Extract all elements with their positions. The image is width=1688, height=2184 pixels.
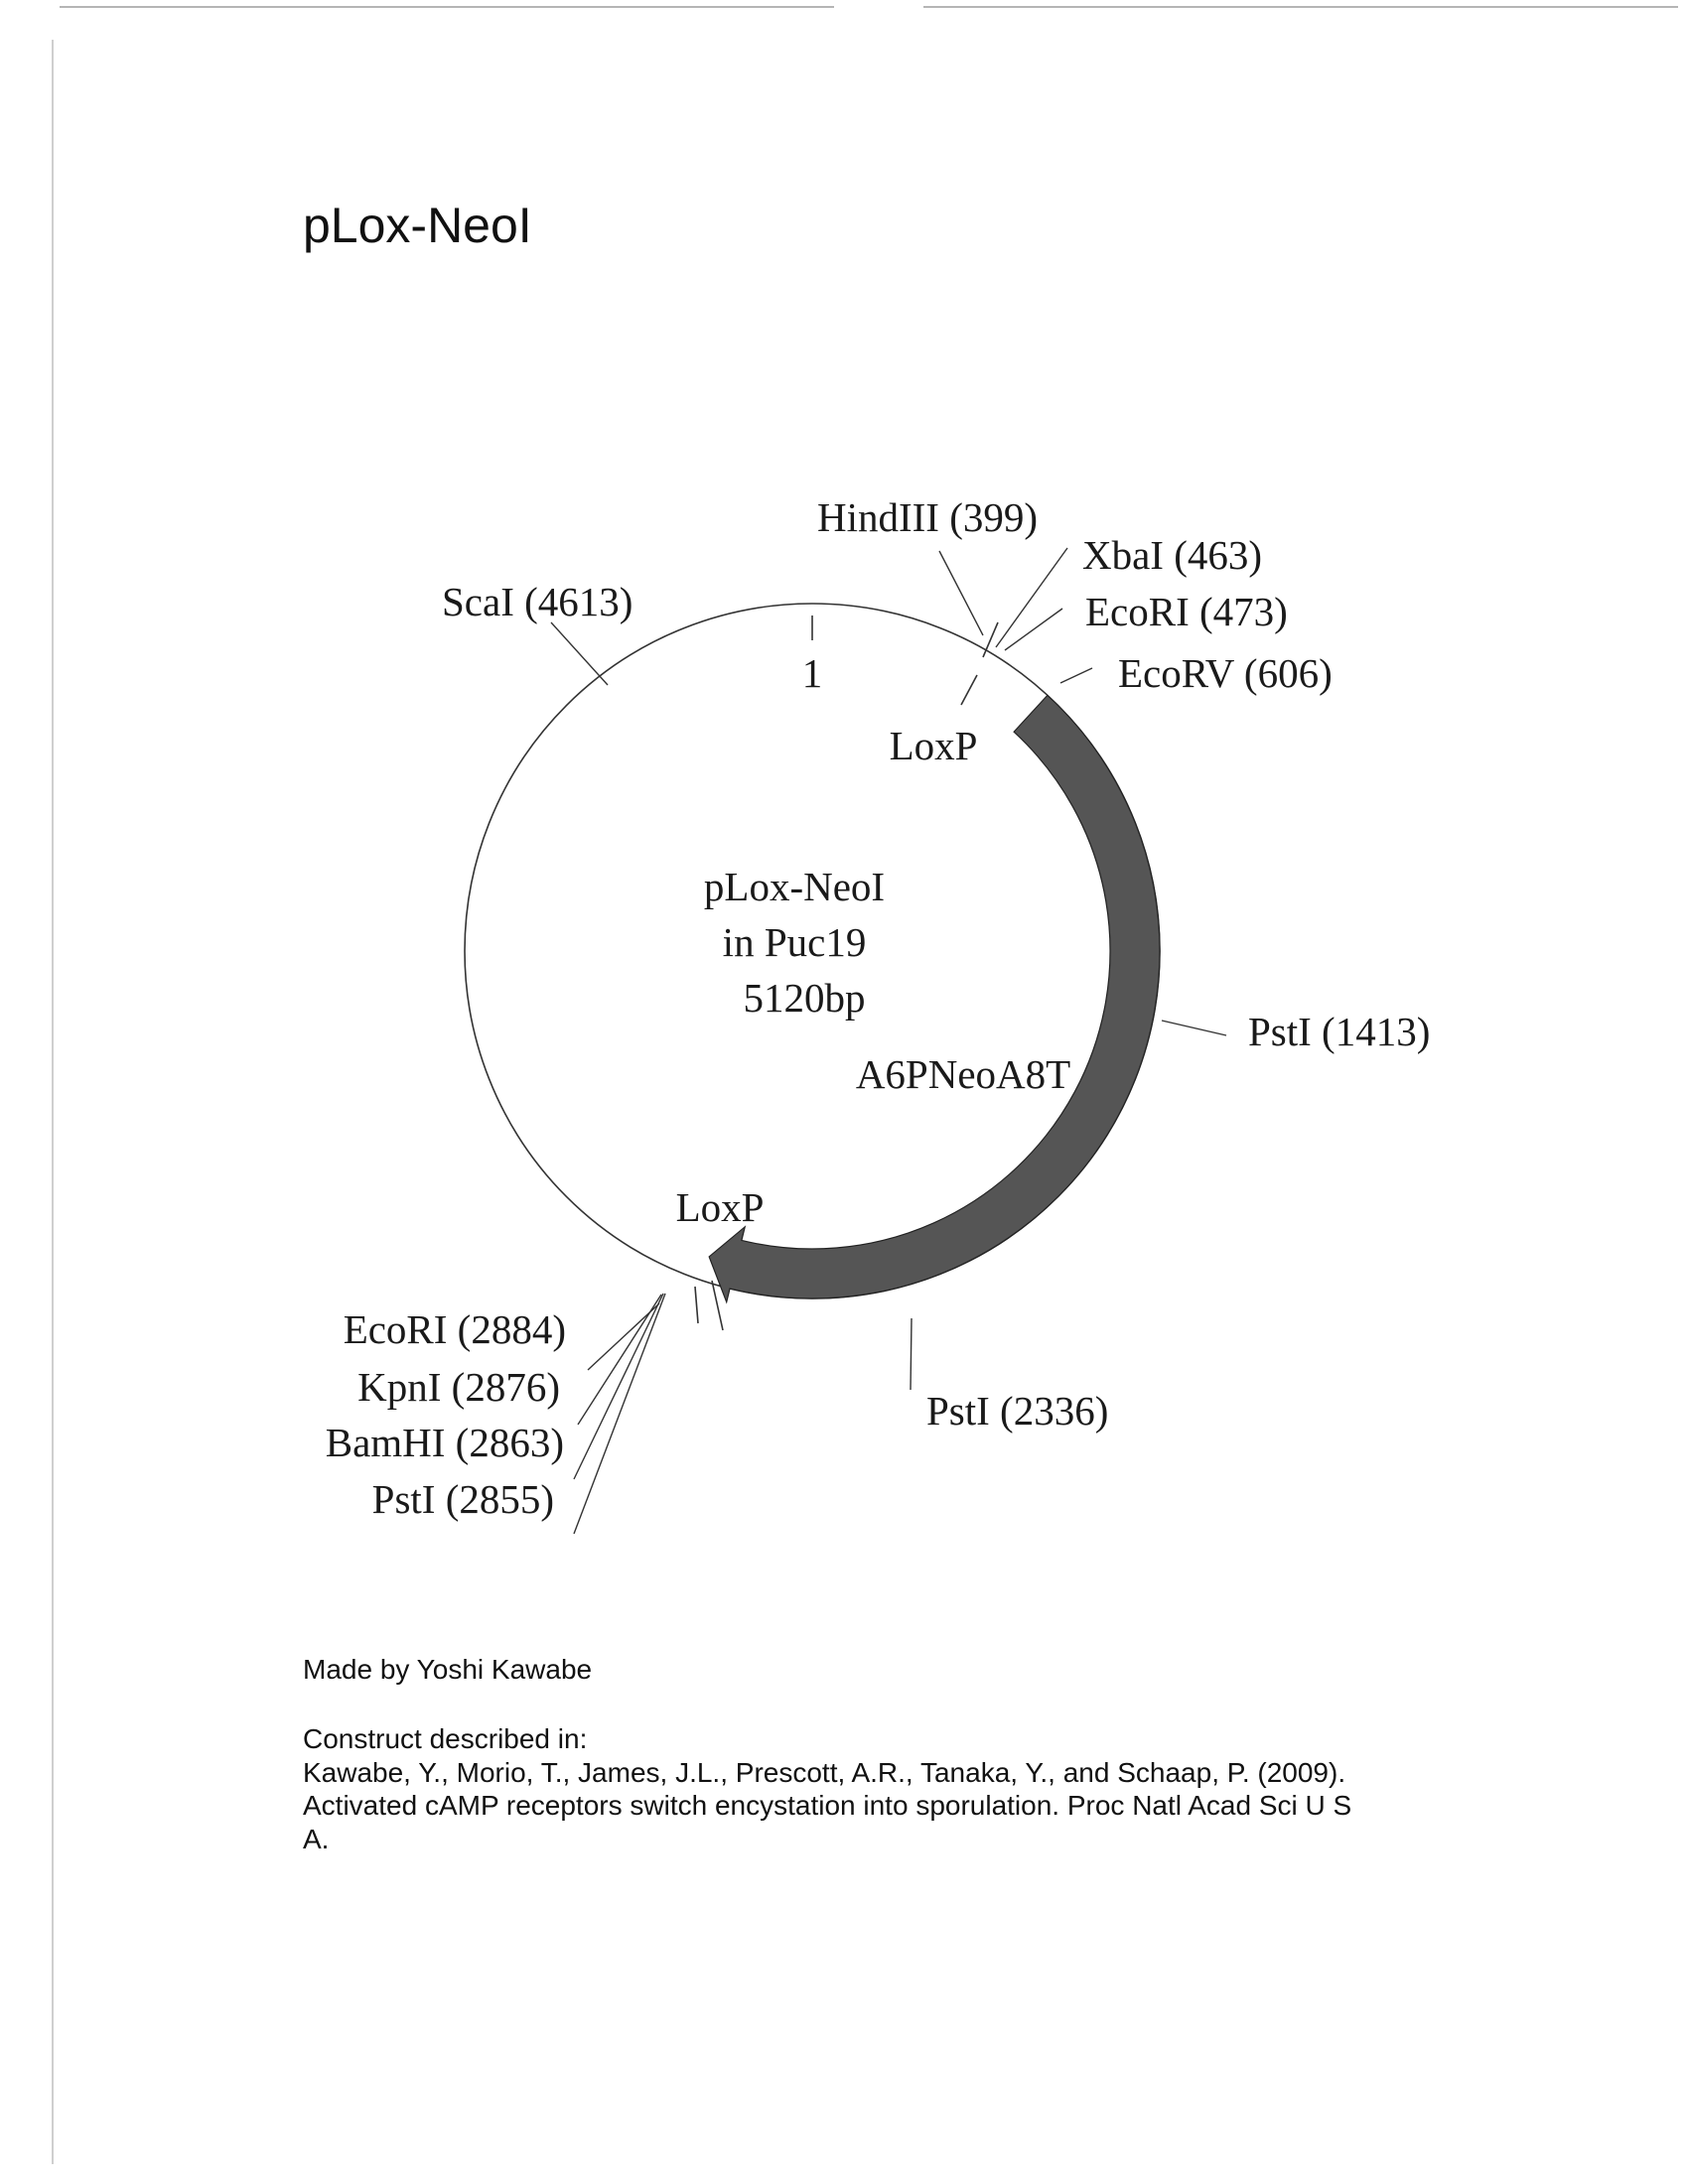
loxp-marker-bottom	[694, 1280, 724, 1331]
site-label-ecori-2884: EcoRI (2884)	[344, 1306, 566, 1352]
site-label-kpni: KpnI (2876)	[357, 1364, 560, 1410]
site-label-bamhi: BamHI (2863)	[326, 1420, 564, 1465]
reference-line-1: Kawabe, Y., Morio, T., James, J.L., Pres…	[303, 1756, 1346, 1788]
leader-psti-1413	[1161, 1020, 1227, 1036]
loxp-label-bottom: LoxP	[676, 1184, 765, 1230]
leader-hindiii	[938, 550, 984, 636]
reference-block: Construct described in: Kawabe, Y., Mori…	[303, 1722, 1455, 1855]
site-label-psti-2336: PstI (2336)	[926, 1388, 1108, 1433]
loxp-marker-top	[960, 621, 999, 706]
site-label-hindiii: HindIII (399)	[817, 494, 1038, 540]
origin-label: 1	[802, 650, 823, 696]
site-label-psti-1413: PstI (1413)	[1248, 1009, 1430, 1054]
site-label-scai: ScaI (4613)	[442, 579, 633, 624]
reference-line-3: A.	[303, 1823, 330, 1854]
site-label-psti-2855: PstI (2855)	[372, 1476, 554, 1522]
page-title: pLox-NeoI	[303, 198, 532, 253]
leader-bamhi	[573, 1293, 664, 1480]
leader-psti-2855	[573, 1293, 666, 1535]
site-leaders	[550, 547, 1227, 1535]
leader-xbai	[995, 547, 1068, 648]
leader-kpni	[577, 1294, 662, 1426]
feature-label: A6PNeoA8T	[856, 1051, 1070, 1097]
neo-cassette-arrow	[708, 694, 1161, 1304]
construct-label: Construct described in:	[303, 1723, 588, 1754]
site-label-ecori-473: EcoRI (473)	[1085, 589, 1288, 634]
leader-scai	[550, 621, 609, 686]
site-label-ecorv: EcoRV (606)	[1118, 650, 1333, 696]
plasmid-size: 5120bp	[744, 975, 866, 1021]
leader-ecori-2884	[587, 1302, 660, 1371]
leader-ecorv	[1059, 667, 1093, 684]
leader-psti-2336	[910, 1317, 913, 1391]
leader-ecori-473	[1004, 608, 1063, 651]
reference-line-2: Activated cAMP receptors switch encystat…	[303, 1790, 1352, 1822]
site-label-xbai: XbaI (463)	[1082, 532, 1262, 578]
loxp-label-top: LoxP	[890, 723, 978, 768]
scan-edge-top-right	[923, 6, 1678, 8]
plasmid-name: pLox-NeoI	[704, 864, 885, 909]
scan-edge-left	[52, 40, 54, 2164]
scan-edge-top	[60, 6, 834, 8]
author-credit: Made by Yoshi Kawabe	[303, 1654, 593, 1685]
plasmid-vector: in Puc19	[723, 919, 867, 965]
